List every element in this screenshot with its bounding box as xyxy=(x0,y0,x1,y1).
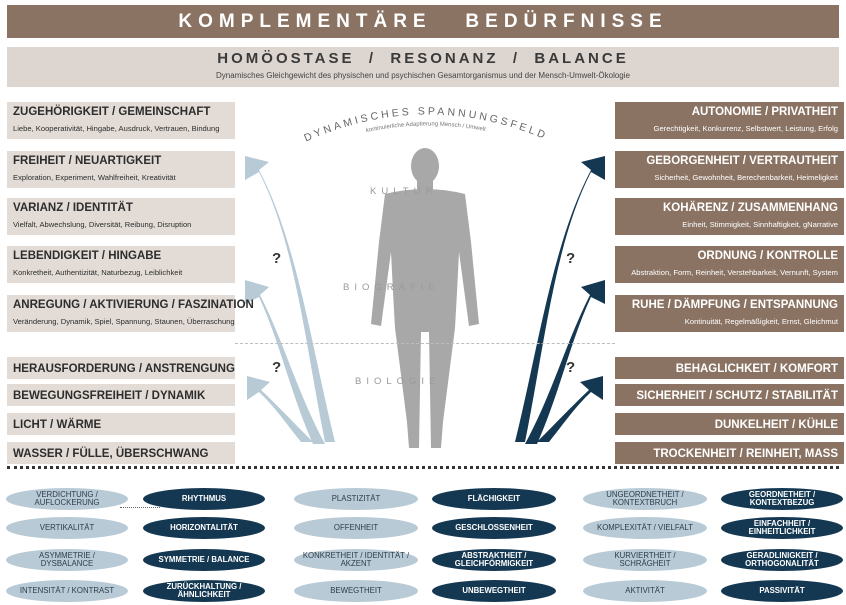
right-box-heading: ORDNUNG / KONTROLLE xyxy=(697,250,838,262)
pill-vertikalitaet: VERTIKALITÄT xyxy=(6,517,128,539)
pill-geschlossenheit: GESCHLOSSENHEIT xyxy=(432,517,556,539)
level-biografie: BIOGRAFIE xyxy=(343,282,440,293)
pill-zurueckhaltung: ZURÜCKHALTUNG / ÄHNLICHKEIT xyxy=(143,580,265,602)
pill-geradlinigkeit: GERADLINIGKEIT / ORTHOGONALITÄT xyxy=(721,549,843,571)
pill-verdichtung: VERDICHTUNG / AUFLOCKERUNG xyxy=(6,488,128,510)
center-illustration: DYNAMISCHES SPANNUNGSFELD kontinuierlich… xyxy=(245,105,605,448)
left-box-detail: Konkretheit, Authentizität, Naturbezug, … xyxy=(13,268,183,277)
question-mark-right-lower: ? xyxy=(566,359,576,376)
right-box-heading: BEHAGLICHKEIT / KOMFORT xyxy=(675,363,838,375)
pill-kurviertheit: KURVIERTHEIT / SCHRÄGHEIT xyxy=(583,549,707,571)
right-box-geborgenheit: GEBORGENHEIT / VERTRAUTHEIT Sicherheit, G… xyxy=(615,151,844,188)
left-box-detail: Veränderung, Dynamik, Spiel, Spannung, S… xyxy=(13,317,235,326)
left-box-heading: ANREGUNG / AKTIVIERUNG / FASZINATION xyxy=(13,299,254,311)
right-box-heading: KOHÄRENZ / ZUSAMMENHANG xyxy=(662,202,838,214)
subtitle-heading: HOMÖOSTASE / RESONANZ / BALANCE xyxy=(217,50,629,67)
left-box-detail: Vielfalt, Abwechslung, Diversität, Reibu… xyxy=(13,220,192,229)
pill-einfachheit: EINFACHHEIT / EINHEITLICHKEIT xyxy=(721,517,843,539)
right-box-heading: GEBORGENHEIT / VERTRAUTHEIT xyxy=(646,155,838,167)
left-box-heading: HERAUSFORDERUNG / ANSTRENGUNG xyxy=(13,363,235,375)
pill-konkretheit: KONKRETHEIT / IDENTITÄT / AKZENT xyxy=(294,549,418,571)
arrow-right-2 xyxy=(525,280,605,444)
right-box-heading: DUNKELHEIT / KÜHLE xyxy=(714,419,838,431)
pill-offenheit: OFFENHEIT xyxy=(294,517,418,539)
left-box-heading: VARIANZ / IDENTITÄT xyxy=(13,202,133,214)
arrow-right-1 xyxy=(515,156,605,442)
pill-bewegtheit: BEWEGTHEIT xyxy=(294,580,418,602)
left-box-heading: LEBENDIGKEIT / HINGABE xyxy=(13,250,162,262)
right-box-detail: Sicherheit, Gewohnheit, Berechenbarkeit,… xyxy=(654,173,838,182)
pill-asymmetrie: ASYMMETRIE / DYSBALANCE xyxy=(6,549,128,571)
left-box-bewegungsfreiheit: BEWEGUNGSFREIHEIT / DYNAMIK xyxy=(7,384,235,406)
right-box-detail: Gerechtigkeit, Konkurrenz, Selbstwert, L… xyxy=(653,124,838,133)
pill-symmetrie: SYMMETRIE / BALANCE xyxy=(143,549,265,571)
right-box-sicherheit: SICHERHEIT / SCHUTZ / STABILITÄT xyxy=(615,384,844,406)
pill-plastizitaet: PLASTIZITÄT xyxy=(294,488,418,510)
main-title: KOMPLEMENTÄRE BEDÜRFNISSE xyxy=(7,5,839,38)
arrow-left-1 xyxy=(245,156,335,442)
arrow-left-3 xyxy=(247,376,313,442)
left-box-detail: Liebe, Kooperativität, Hingabe, Ausdruck… xyxy=(13,124,220,133)
right-box-ruhe: RUHE / DÄMPFUNG / ENTSPANNUNG Kontinuität… xyxy=(615,295,844,332)
left-box-licht: LICHT / WÄRME xyxy=(7,413,235,435)
right-box-heading: AUTONOMIE / PRIVATHEIT xyxy=(691,106,838,118)
left-box-detail: Exploration, Experiment, Wahlfreiheit, K… xyxy=(13,173,176,182)
left-box-herausforderung: HERAUSFORDERUNG / ANSTRENGUNG xyxy=(7,357,235,379)
pill-abstraktheit: ABSTRAKTHEIT / GLEICHFÖRMIGKEIT xyxy=(432,549,556,571)
pill-komplexitaet: KOMPLEXITÄT / VIELFALT xyxy=(583,517,707,539)
left-box-anregung: ANREGUNG / AKTIVIERUNG / FASZINATION Verä… xyxy=(7,295,254,332)
left-box-heading: FREIHEIT / NEUARTIGKEIT xyxy=(13,155,162,167)
human-figure xyxy=(371,148,479,448)
right-box-autonomie: AUTONOMIE / PRIVATHEIT Gerechtigkeit, Kon… xyxy=(615,102,844,139)
subtitle-description: Dynamisches Gleichgewicht des physischen… xyxy=(216,71,630,80)
right-box-heading: TROCKENHEIT / REINHEIT, MASS xyxy=(653,448,838,460)
right-box-dunkelheit: DUNKELHEIT / KÜHLE xyxy=(615,413,844,435)
right-box-heading: SICHERHEIT / SCHUTZ / STABILITÄT xyxy=(636,390,838,402)
left-box-lebendigkeit: LEBENDIGKEIT / HINGABE Konkretheit, Authe… xyxy=(7,246,235,283)
question-mark-left-lower: ? xyxy=(272,359,282,376)
pill-intensitaet: INTENSITÄT / KONTRAST xyxy=(6,580,128,602)
left-box-wasser: WASSER / FÜLLE, ÜBERSCHWANG xyxy=(7,442,235,464)
left-box-zugehoerigkeit: ZUGEHÖRIGKEIT / GEMEINSCHAFT Liebe, Koope… xyxy=(7,102,235,139)
arc-subtitle: kontinuierliche Adaptierung Mensch / Umw… xyxy=(365,121,486,134)
left-box-heading: BEWEGUNGSFREIHEIT / DYNAMIK xyxy=(13,390,206,402)
right-box-ordnung: ORDNUNG / KONTROLLE Abstraktion, Form, Re… xyxy=(615,246,844,283)
right-box-detail: Abstraktion, Form, Reinheit, Verstehbark… xyxy=(631,268,838,277)
right-box-kohaerenz: KOHÄRENZ / ZUSAMMENHANG Einheit, Stimmigk… xyxy=(615,198,844,235)
right-box-heading: RUHE / DÄMPFUNG / ENTSPANNUNG xyxy=(631,299,838,311)
level-divider xyxy=(235,343,615,344)
pair-connector xyxy=(120,507,160,508)
section-divider xyxy=(7,466,839,469)
left-arrows xyxy=(245,156,335,444)
pill-horizontalitaet: HORIZONTALITÄT xyxy=(143,517,265,539)
left-box-heading: ZUGEHÖRIGKEIT / GEMEINSCHAFT xyxy=(13,106,211,118)
level-kultur: KULTUR xyxy=(370,186,438,197)
right-box-detail: Einheit, Stimmigkeit, Sinnhaftigkeit, gN… xyxy=(682,220,838,229)
right-arrows xyxy=(515,156,605,444)
subtitle-panel: HOMÖOSTASE / RESONANZ / BALANCE Dynamisc… xyxy=(7,47,839,87)
pill-ungeordnetheit: UNGEORDNETHEIT / KONTEXTBRUCH xyxy=(583,488,707,510)
left-box-heading: WASSER / FÜLLE, ÜBERSCHWANG xyxy=(13,448,209,460)
pill-aktivitaet: AKTIVITÄT xyxy=(583,580,707,602)
pill-geordnetheit: GEORDNETHEIT / KONTEXTBEZUG xyxy=(721,488,843,510)
question-mark-right-upper: ? xyxy=(566,250,576,267)
right-box-detail: Kontinuität, Regelmäßigkeit, Ernst, Glei… xyxy=(684,317,838,326)
level-biologie: BIOLOGIE xyxy=(355,376,441,387)
pill-rhythmus: RHYTHMUS xyxy=(143,488,265,510)
left-box-varianz: VARIANZ / IDENTITÄT Vielfalt, Abwechslung… xyxy=(7,198,235,235)
pill-passivitaet: PASSIVITÄT xyxy=(721,580,843,602)
question-mark-left-upper: ? xyxy=(272,250,282,267)
arrow-left-2 xyxy=(245,280,325,444)
pill-flaechigkeit: FLÄCHIGKEIT xyxy=(432,488,556,510)
pill-unbewegtheit: UNBEWEGTHEIT xyxy=(432,580,556,602)
left-box-freiheit: FREIHEIT / NEUARTIGKEIT Exploration, Expe… xyxy=(7,151,235,188)
right-box-trockenheit: TROCKENHEIT / REINHEIT, MASS xyxy=(615,442,844,464)
left-box-heading: LICHT / WÄRME xyxy=(13,419,102,431)
right-box-behaglichkeit: BEHAGLICHKEIT / KOMFORT xyxy=(615,357,844,379)
arrow-right-3 xyxy=(537,376,603,442)
